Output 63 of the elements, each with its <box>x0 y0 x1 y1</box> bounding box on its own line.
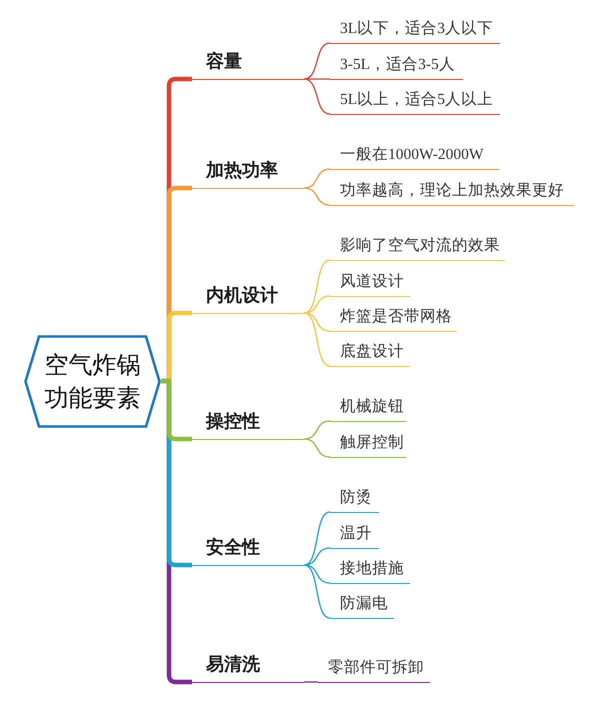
subtopic <box>330 20 500 44</box>
subtopic-label: 温升 <box>340 525 372 544</box>
main-topic-label: 易清洗 <box>206 654 260 676</box>
subtopic <box>330 524 379 549</box>
subtopic <box>330 560 410 584</box>
subtopic <box>318 658 430 683</box>
branch-line <box>304 511 330 566</box>
subtopic <box>330 594 394 619</box>
subtopic <box>330 398 406 422</box>
subtopic-label: 触屏控制 <box>340 434 404 453</box>
main-topic-label: 加热功率 <box>206 160 278 182</box>
subtopic <box>330 434 406 458</box>
main-topic <box>192 652 304 683</box>
main-topic-label: 操控性 <box>206 411 260 433</box>
subtopic-label: 零部件可拆卸 <box>328 659 424 678</box>
central-topic-hexagon <box>24 335 161 428</box>
central-topic-title: 空气炸锅功能要素 <box>44 350 140 414</box>
main-topic <box>192 410 304 440</box>
subtopic-label: 5L以上，适合5人以上 <box>340 91 493 110</box>
subtopic-label: 底盘设计 <box>340 343 404 362</box>
subtopic <box>330 308 457 332</box>
subtopic <box>330 488 379 513</box>
subtopic <box>330 272 410 297</box>
branch-line <box>304 438 330 458</box>
subtopic-label: 影响了空气对流的效果 <box>340 237 500 256</box>
trunk-line <box>161 378 192 442</box>
branch-line <box>304 312 330 367</box>
branch-line <box>304 681 318 683</box>
branch-line <box>304 312 330 332</box>
branch-line <box>304 564 330 619</box>
branch-line <box>304 187 330 206</box>
main-topic-label: 容量 <box>206 51 242 73</box>
subtopic-label: 风道设计 <box>340 273 404 292</box>
branch-line <box>304 78 330 115</box>
subtopic-label: 防烫 <box>340 489 372 508</box>
subtopic-label: 功率越高，理论上加热效果更好 <box>340 182 564 201</box>
branch-line <box>304 259 330 314</box>
branch-line <box>304 295 330 314</box>
subtopic-label: 一般在1000W-2000W <box>340 146 484 165</box>
branch-line <box>304 42 330 80</box>
subtopic <box>330 342 410 367</box>
main-topic <box>192 536 304 566</box>
subtopic <box>330 90 500 115</box>
main-topic <box>192 158 304 189</box>
subtopic <box>330 236 505 261</box>
branch-line <box>304 78 330 80</box>
subtopic-label: 炸篮是否带网格 <box>340 308 452 327</box>
branch-line <box>304 420 330 440</box>
subtopic-label: 接地措施 <box>340 560 404 579</box>
subtopic-label: 机械旋钮 <box>340 398 404 417</box>
main-topic-label: 安全性 <box>206 537 260 559</box>
main-topic-label: 内机设计 <box>206 285 278 307</box>
subtopic-label: 3-5L，适合3-5人 <box>340 56 455 75</box>
subtopic <box>330 146 499 170</box>
subtopic-label: 3L以下，适合3人以下 <box>340 20 493 39</box>
main-topic <box>192 50 304 80</box>
subtopic <box>330 182 574 206</box>
subtopic <box>330 56 463 80</box>
branch-line <box>304 168 330 189</box>
branch-line <box>304 564 330 584</box>
main-topic <box>192 284 304 314</box>
subtopic-label: 防漏电 <box>340 595 388 614</box>
branch-line <box>304 547 330 566</box>
